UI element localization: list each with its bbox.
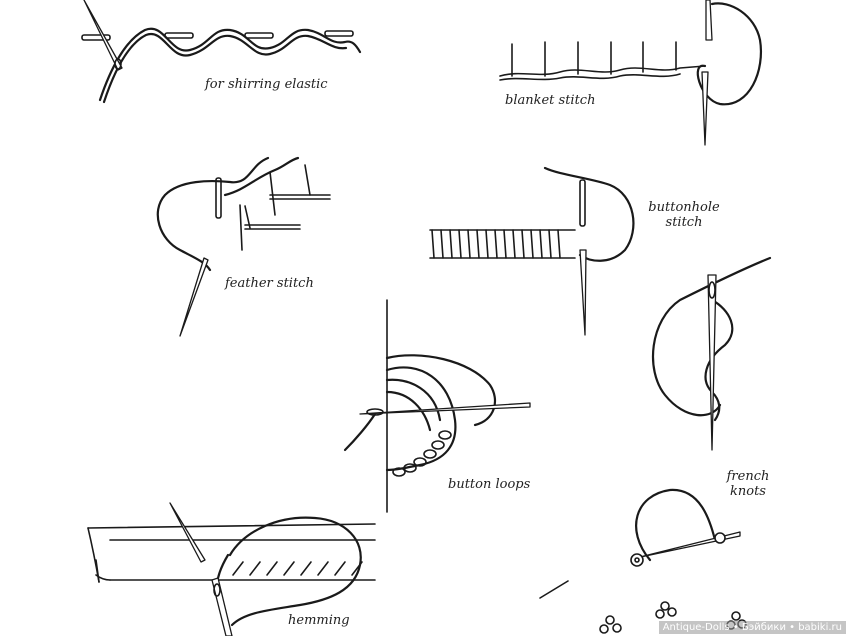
feather-stitch-drawing — [156, 156, 331, 337]
button-loops-drawing — [343, 299, 531, 513]
buttonhole-label-line1: buttonhole — [648, 200, 720, 215]
loop-knots — [392, 430, 452, 477]
button-loops-label: button loops — [448, 477, 531, 492]
watermark: Antique-Dolls • Бэйбики • babiki.ru — [658, 621, 846, 634]
blanket-stitch-drawing — [499, 0, 762, 146]
buttonhole-stitches — [431, 229, 561, 259]
hemming-drawing — [87, 502, 376, 636]
buttonhole-stitch-drawing — [429, 166, 635, 336]
beads-drawing — [539, 488, 747, 634]
buttonhole-label-line2: stitch — [665, 215, 703, 230]
hemming-label: hemming — [288, 613, 350, 628]
feather-stitch-label: feather stitch — [225, 276, 314, 291]
shirring-label: for shirring elastic — [205, 77, 328, 92]
french-knots-label: french knots — [722, 469, 774, 499]
shirring-elastic-drawing — [81, 0, 362, 104]
french-knots-label-line2: knots — [730, 484, 766, 499]
hem-stitches — [232, 561, 363, 576]
buttonhole-stitch-label: buttonhole stitch — [648, 200, 720, 230]
french-knots-drawing — [651, 256, 772, 451]
blanket-stitch-label: blanket stitch — [505, 93, 596, 108]
french-knots-label-line1: french — [726, 469, 770, 484]
